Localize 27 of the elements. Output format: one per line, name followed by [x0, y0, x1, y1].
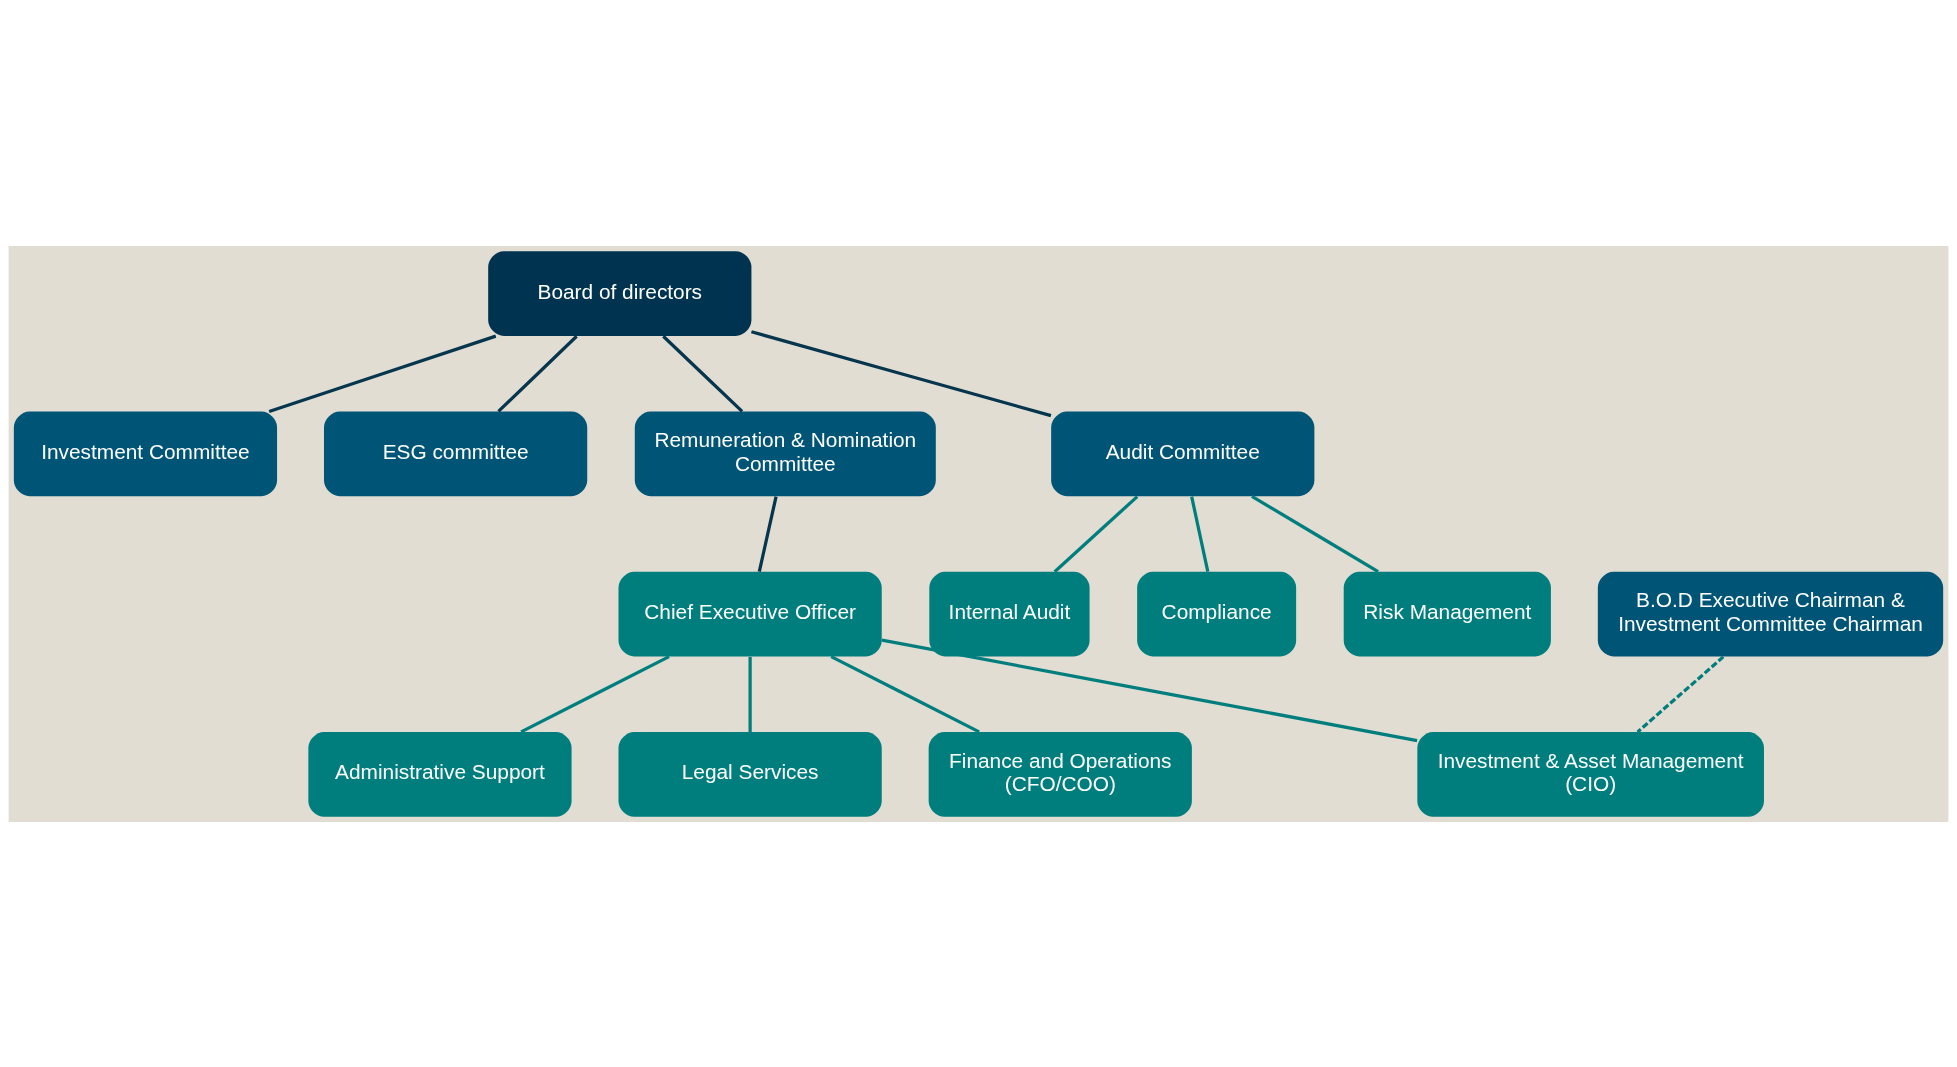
connector	[1636, 655, 1725, 733]
connector	[881, 638, 1418, 742]
connector	[1251, 494, 1379, 573]
node-box: Legal Services	[618, 731, 882, 817]
connector	[830, 654, 980, 733]
node-box: Chief Executive Officer	[618, 571, 882, 656]
node-box: Administrative Support	[308, 731, 572, 817]
node-box: Compliance	[1137, 571, 1297, 656]
connector	[751, 329, 1052, 417]
node-box: Remuneration & Nomination Committee	[634, 411, 936, 496]
node-box: Internal Audit	[929, 571, 1090, 656]
connector	[1053, 494, 1139, 573]
connector	[748, 656, 752, 732]
node-box: Investment & Asset Management (CIO)	[1417, 731, 1764, 817]
connector	[520, 654, 670, 733]
node-box: Finance and Operations (CFO/COO)	[928, 731, 1192, 817]
node-box: Audit Committee	[1051, 411, 1315, 496]
node-box: Investment Committee	[13, 411, 278, 496]
node-box: Risk Management	[1343, 571, 1551, 656]
connector	[757, 495, 778, 572]
connector	[662, 334, 744, 413]
connector	[1190, 495, 1210, 572]
node-box: ESG committee	[324, 411, 588, 496]
connector	[497, 334, 578, 413]
node-box: Board of directors	[488, 250, 752, 336]
node-box: B.O.D Executive Chairman & Investment Committee Chairman	[1597, 571, 1944, 656]
connector	[268, 334, 497, 413]
